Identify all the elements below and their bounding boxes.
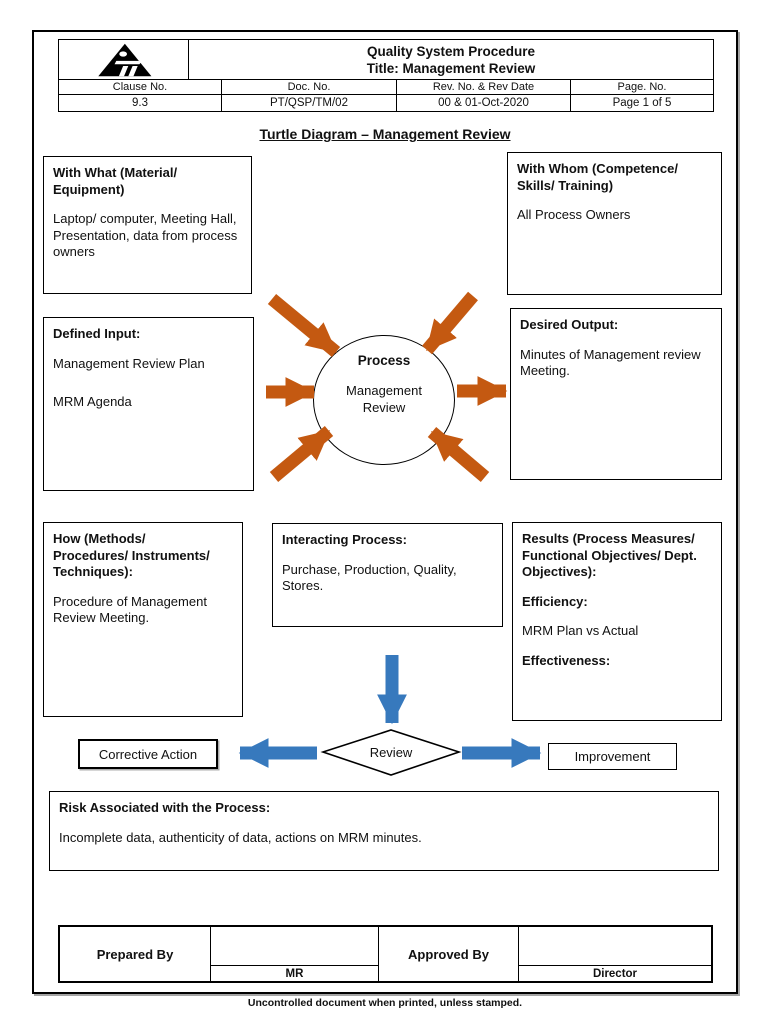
with-whom-body: All Process Owners — [517, 207, 631, 222]
approved-role: Director — [519, 965, 711, 981]
process-name-line2: Review — [362, 400, 406, 415]
results-efficiency-value: MRM Plan vs Actual — [522, 623, 639, 638]
with-what-heading-line1: With What (Material/ — [53, 165, 178, 180]
process-circle: Process Management Review — [313, 335, 455, 465]
rev-no-label: Rev. No. & Rev Date — [396, 80, 570, 94]
doc-no-value: PT/QSP/TM/02 — [221, 95, 396, 111]
how-heading-line3: Techniques): — [53, 564, 133, 579]
with-whom-heading-line2: Skills/ Training) — [517, 177, 614, 193]
doc-no-label: Doc. No. — [221, 80, 396, 94]
results-box: Results (Process Measures/ Functional Ob… — [512, 522, 722, 721]
pyramid-logo-icon — [97, 43, 151, 76]
rev-no-value: 00 & 01-Oct-2020 — [396, 95, 570, 111]
with-what-box: With What (Material/ Equipment) Laptop/ … — [43, 156, 252, 294]
process-name-line1: Management — [346, 383, 422, 398]
how-box: How (Methods/ Procedures/ Instruments/ T… — [43, 522, 243, 717]
desired-output-body: Minutes of Management review Meeting. — [520, 346, 701, 379]
page-no-label: Page. No. — [570, 80, 713, 94]
prepared-signature-cell: MR — [210, 927, 378, 981]
defined-input-item-2: MRM Agenda — [53, 394, 132, 409]
clause-no-value: 9.3 — [132, 96, 148, 109]
results-efficiency-label: Efficiency: — [522, 593, 588, 609]
results-effectiveness-label: Effectiveness: — [522, 652, 611, 668]
interacting-process-box: Interacting Process: Purchase, Productio… — [272, 523, 503, 627]
defined-input-box: Defined Input: Management Review Plan MR… — [43, 317, 254, 491]
with-what-heading-line2: Equipment) — [53, 181, 125, 197]
how-heading-line1: How (Methods/ — [53, 531, 146, 546]
review-diamond-label: Review — [369, 745, 413, 760]
results-heading-line1: Results (Process Measures/ — [522, 531, 695, 546]
defined-input-heading: Defined Input: — [53, 326, 141, 341]
approved-by-cell: Approved By — [378, 927, 518, 981]
page-no-value: Page 1 of 5 — [570, 95, 713, 111]
risk-heading: Risk Associated with the Process: — [59, 800, 271, 815]
how-heading-line2: Procedures/ Instruments/ — [53, 547, 210, 563]
results-heading-line2: Functional Objectives/ Dept. — [522, 547, 697, 563]
approved-signature-cell: Director — [518, 927, 711, 981]
signature-table: Prepared By MR Approved By Director — [58, 925, 713, 983]
improvement-box: Improvement — [548, 743, 677, 770]
with-whom-heading-line1: With Whom (Competence/ — [517, 161, 678, 176]
improvement-label: Improvement — [574, 749, 651, 764]
risk-body: Incomplete data, authenticity of data, a… — [59, 829, 422, 845]
interacting-heading: Interacting Process: — [282, 532, 407, 547]
desired-output-heading: Desired Output: — [520, 317, 619, 332]
desired-output-box: Desired Output: Minutes of Management re… — [510, 308, 722, 480]
how-body: Procedure of Management Review Meeting. — [53, 593, 207, 626]
results-heading-line3: Objectives): — [522, 564, 597, 579]
with-what-body: Laptop/ computer, Meeting Hall, Presenta… — [53, 211, 238, 259]
corrective-action-label: Corrective Action — [98, 746, 198, 762]
doc-type-title: Quality System Procedure — [366, 43, 536, 59]
logo-cell — [59, 40, 188, 79]
header-title-row: Quality System Procedure Title: Manageme… — [59, 40, 713, 79]
process-label: Process — [357, 353, 411, 368]
doc-title: Title: Management Review — [366, 60, 536, 76]
diagram-title: Turtle Diagram – Management Review — [259, 126, 511, 142]
header-labels-row: Clause No. Doc. No. Rev. No. & Rev Date … — [59, 79, 713, 94]
defined-input-item-1: Management Review Plan — [53, 355, 205, 371]
page-border — [32, 30, 738, 994]
header-table: Quality System Procedure Title: Manageme… — [58, 39, 714, 112]
interacting-body: Purchase, Production, Quality, Stores. — [282, 561, 457, 594]
uncontrolled-caption: Uncontrolled document when printed, unle… — [247, 997, 523, 1009]
clause-no-label: Clause No. — [112, 80, 168, 93]
header-title-cell: Quality System Procedure Title: Manageme… — [188, 40, 713, 79]
with-whom-box: With Whom (Competence/ Skills/ Training)… — [507, 152, 722, 295]
corrective-action-box: Corrective Action — [78, 739, 218, 769]
header-values-row: 9.3 PT/QSP/TM/02 00 & 01-Oct-2020 Page 1… — [59, 94, 713, 111]
prepared-role: MR — [211, 965, 378, 981]
risk-box: Risk Associated with the Process: Incomp… — [49, 791, 719, 871]
prepared-by-cell: Prepared By — [96, 946, 174, 962]
